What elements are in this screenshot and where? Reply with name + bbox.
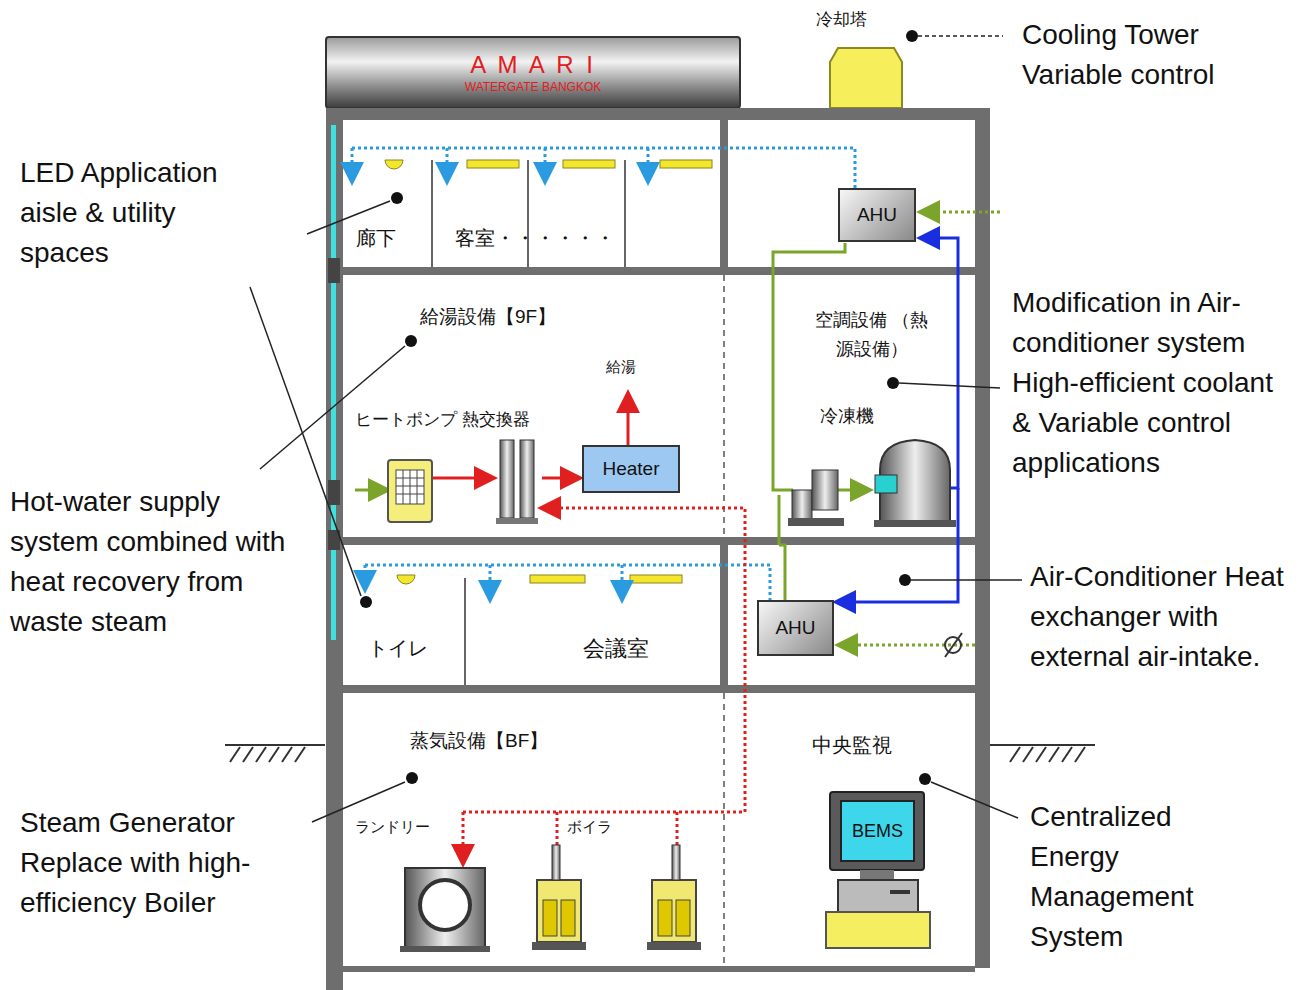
node-subtitle: WATERGATE BANGKOK bbox=[465, 80, 601, 95]
heater-box: Heater bbox=[582, 445, 680, 493]
floor-label: 給湯設備【9F】 bbox=[420, 306, 556, 329]
room-label: 客室・・・・・・ bbox=[455, 226, 615, 250]
room-label: トイレ bbox=[368, 636, 428, 660]
callout-text: Steam Generator Replace with high-effici… bbox=[20, 803, 290, 923]
equipment-label: 冷却塔 bbox=[816, 10, 867, 30]
node-title: AHU bbox=[857, 203, 897, 227]
hotel-signboard: A M A R IWATERGATE BANGKOK bbox=[326, 37, 740, 108]
floor-label: 蒸気設備【BF】 bbox=[410, 730, 548, 753]
node-title: Heater bbox=[602, 457, 659, 481]
equipment-label: 冷凍機 bbox=[820, 406, 874, 428]
callout-text: Centralized Energy Management System bbox=[1030, 797, 1235, 957]
bems-screen: BEMS bbox=[840, 800, 915, 862]
room-label: 会議室 bbox=[583, 636, 649, 662]
equipment-label: ランドリー bbox=[355, 818, 430, 836]
floor-label: 空調設備 （熱源設備） bbox=[812, 306, 932, 364]
equipment-label: ヒートポンプ 熱交換器 bbox=[355, 410, 530, 430]
callout-text: Cooling Tower Variable control bbox=[1022, 15, 1292, 95]
floor-label: 中央監視 bbox=[812, 733, 892, 757]
node-title: BEMS bbox=[852, 820, 903, 843]
equipment-label: ボイラ bbox=[567, 818, 612, 836]
node-title: AHU bbox=[775, 616, 815, 640]
callout-text: Modification in Air-conditioner system H… bbox=[1012, 283, 1296, 483]
room-label: 廊下 bbox=[356, 226, 396, 250]
flow-label: 給湯 bbox=[606, 358, 636, 376]
callout-text: Hot-water supply system combined with he… bbox=[10, 482, 295, 642]
ahu-box: AHU bbox=[838, 188, 916, 242]
node-title: A M A R I bbox=[470, 50, 596, 80]
ahu-box: AHU bbox=[757, 600, 834, 656]
callout-text: LED Application aisle & utility spaces bbox=[20, 153, 270, 273]
callout-text: Air-Conditioner Heat exchanger with exte… bbox=[1030, 557, 1296, 677]
